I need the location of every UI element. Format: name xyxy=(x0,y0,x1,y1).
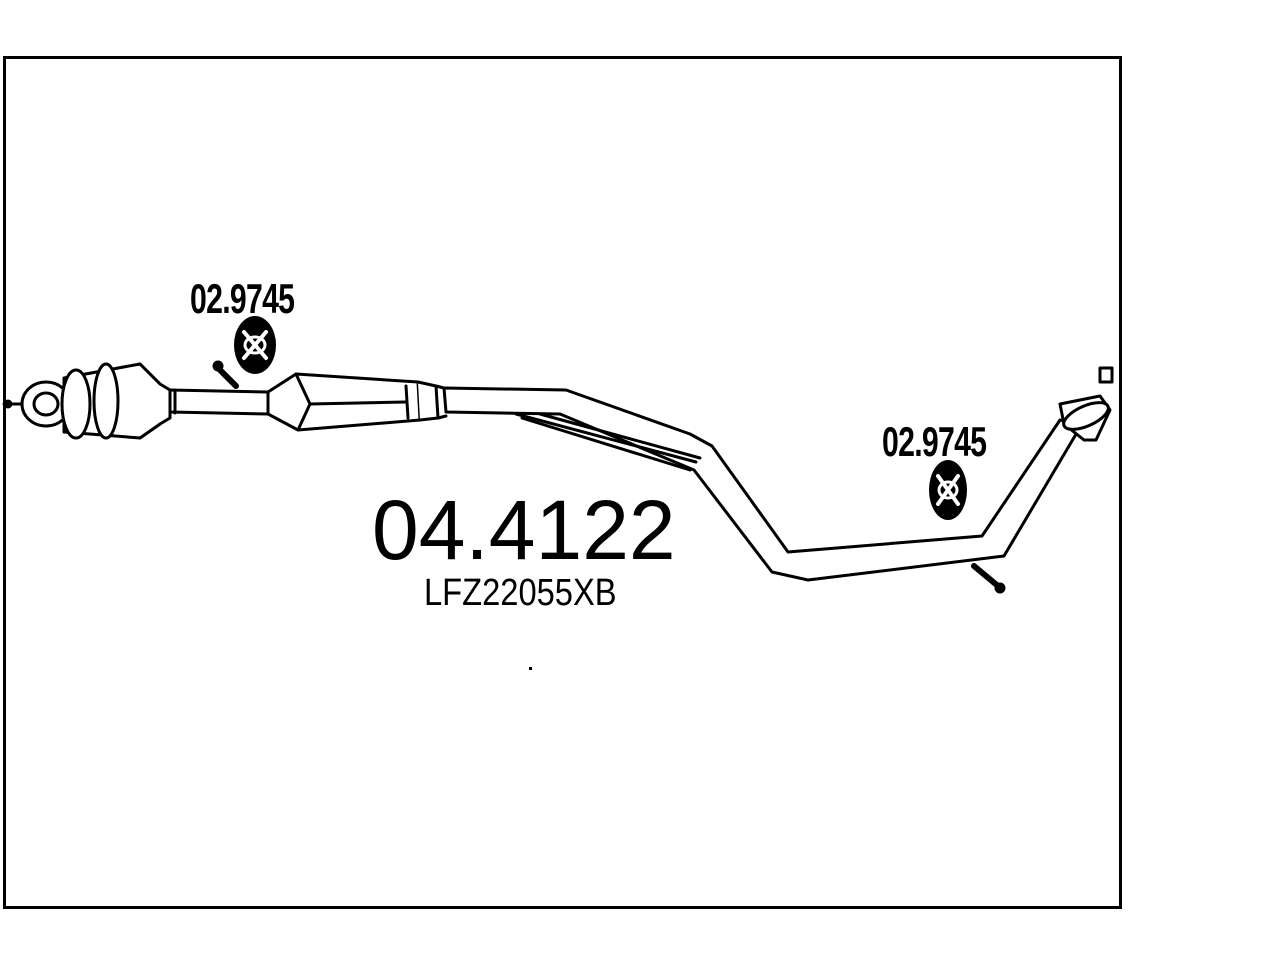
rear-hanger xyxy=(971,563,1006,594)
outlet-flange xyxy=(1058,366,1114,442)
front-hanger xyxy=(212,360,239,389)
part-number: 04.4122 xyxy=(372,483,676,577)
front-cone xyxy=(60,362,172,440)
diagram-frame xyxy=(3,56,1122,909)
clamp-code-label: 02.9745 xyxy=(882,418,987,465)
clamp-code-label: 02.9745 xyxy=(190,275,295,322)
catalytic-converter xyxy=(266,372,448,432)
front-pipe xyxy=(168,388,270,416)
stray-dot xyxy=(529,667,532,670)
clamp-icon xyxy=(929,460,967,520)
pipe-shield xyxy=(514,412,702,472)
clamp-icon xyxy=(234,316,276,374)
oem-code: LFZ22055XB xyxy=(424,572,617,614)
